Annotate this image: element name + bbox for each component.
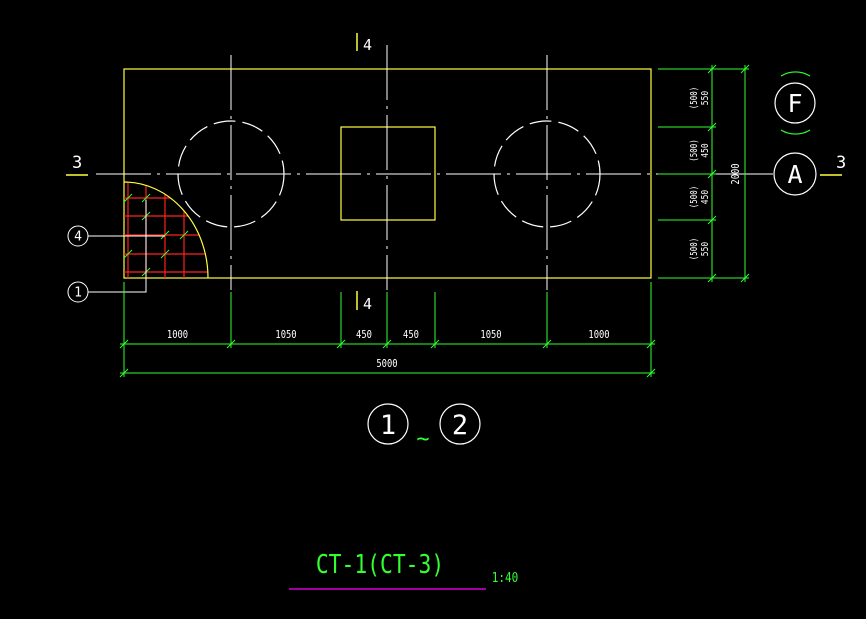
dim-tick (646, 339, 656, 349)
dim-label-vertical-sub: (500) (689, 139, 700, 162)
piles (177, 120, 601, 228)
axis-bubble-2 (439, 403, 481, 445)
pile-right (493, 120, 601, 228)
dim-tick (119, 339, 129, 349)
dim-tick-vertical (707, 169, 717, 179)
vertical-dimensions (658, 64, 750, 283)
total-width-label: 5000 (376, 358, 397, 370)
centerlines (96, 45, 700, 290)
dim-tick-vertical (707, 122, 717, 132)
rebar-tick (160, 249, 170, 259)
dim-label-horizontal: 450 (356, 329, 372, 341)
callout-label-upper: 4 (74, 230, 82, 245)
rebar-boundary-arc (123, 181, 209, 279)
axis-bubble-f (774, 82, 816, 124)
vertical-dimension-labels: (500)550(500)450(500)450(500)550 (689, 87, 711, 261)
axis-range-symbol: ~ (416, 427, 429, 452)
axis-bubble-1-label: 1 (380, 410, 396, 441)
axis-bubble-1 (367, 403, 409, 445)
horizontal-dimensions (119, 282, 656, 378)
axis-bubble-a-label: A (787, 160, 802, 189)
dim-tick-total (646, 368, 656, 378)
rebar-tick (123, 249, 133, 259)
axis-bubble-f-arc-top (780, 71, 811, 77)
rebar-detail (123, 181, 209, 279)
dim-tick (542, 339, 552, 349)
horizontal-dimension-labels: 1000 1050 450 450 1050 1000 (167, 329, 610, 341)
rebar-callouts (67, 200, 165, 303)
axis-bubble-a (773, 152, 817, 196)
pile-left (177, 120, 285, 228)
dim-label-vertical-main: 550 (700, 242, 711, 256)
dim-label-vertical-sub: (500) (689, 87, 700, 110)
dim-tick-vertical (707, 215, 717, 225)
dim-tick (430, 339, 440, 349)
dim-label-horizontal: 1000 (167, 329, 188, 341)
dim-label-vertical-main: 550 (700, 91, 711, 105)
dim-tick-vertical (707, 273, 717, 283)
section-mark-right-label: 3 (836, 153, 846, 173)
drawing-title: CT-1(CT-3) (316, 549, 444, 580)
section-mark-bottom-label: 4 (363, 295, 372, 313)
section-marks (66, 33, 842, 310)
axis-bubble-f-arc-bottom (780, 129, 811, 135)
rebar-tick (123, 193, 133, 203)
section-mark-left-label: 3 (72, 153, 82, 173)
section-mark-top-label: 4 (363, 36, 372, 54)
dim-label-vertical-main: 450 (700, 143, 711, 157)
rebar-tick (141, 193, 151, 203)
dim-tick-vertical-total (740, 273, 750, 283)
dim-label-horizontal: 1050 (275, 329, 296, 341)
dim-tick (226, 339, 236, 349)
axis-bubble-2-label: 2 (452, 410, 468, 441)
axis-bubble-f-label: F (787, 89, 802, 118)
dim-label-vertical-main: 450 (700, 190, 711, 204)
dim-label-vertical-sub: (500) (689, 186, 700, 209)
dim-tick (336, 339, 346, 349)
dim-label-horizontal: 1050 (480, 329, 501, 341)
dim-tick-total (119, 368, 129, 378)
dim-label-horizontal: 450 (403, 329, 419, 341)
drawing-scale: 1:40 (492, 570, 519, 585)
dim-tick-vertical (707, 64, 717, 74)
dim-tick (382, 339, 392, 349)
rebar-tick (179, 230, 189, 240)
dim-tick-vertical-total (740, 64, 750, 74)
callout-label-lower: 1 (74, 286, 82, 301)
callout-leader-lower (88, 200, 147, 293)
total-height-label: 2000 (730, 163, 742, 184)
dim-label-vertical-sub: (500) (689, 238, 700, 261)
dim-label-horizontal: 1000 (588, 329, 609, 341)
rebar-grid (124, 182, 208, 278)
rebar-tick (160, 230, 170, 240)
